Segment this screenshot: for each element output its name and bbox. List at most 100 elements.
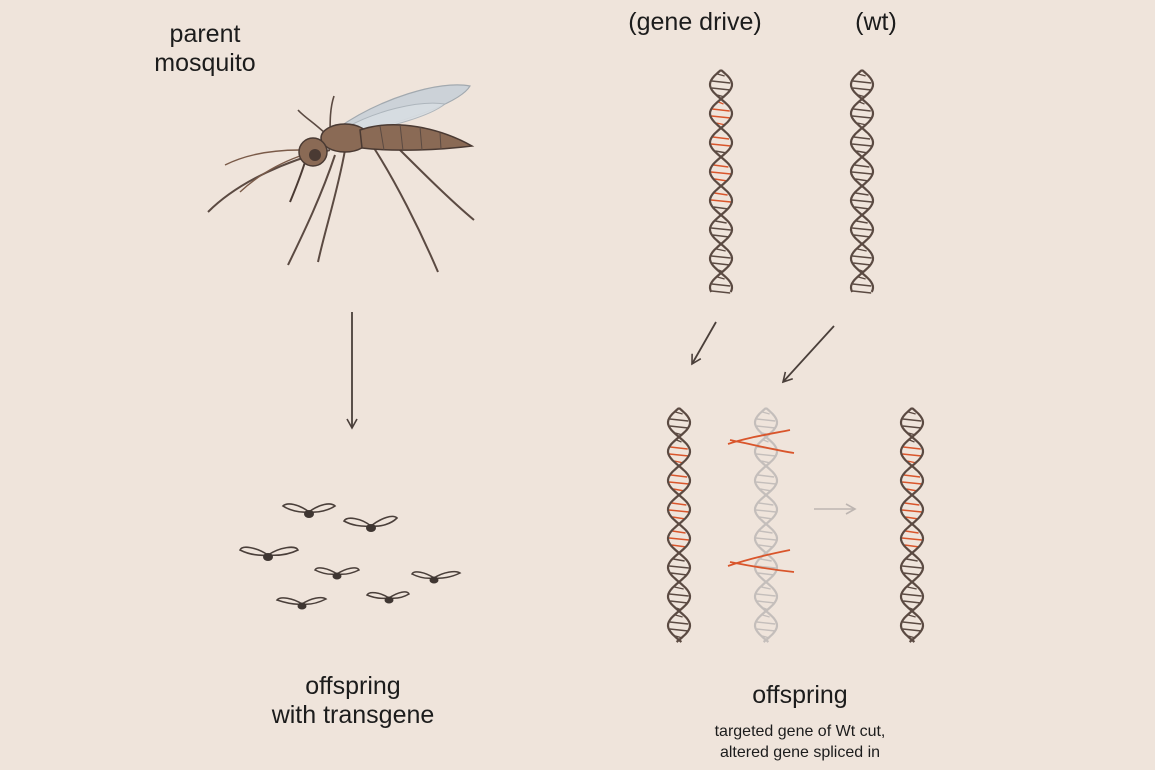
dna-strand [666,407,692,643]
altered-base-pair [901,509,923,513]
base-pair [674,586,684,590]
base-pair [908,411,916,415]
altered-base-pair [672,530,686,534]
base-pair [902,425,922,429]
altered-base-pair [905,516,919,520]
base-pair [856,220,868,224]
base-pair [859,101,865,105]
altered-base-pair [903,474,921,478]
dna-strand [849,69,875,293]
parent-mosquito-label: parent mosquito [140,20,270,78]
base-pair [756,621,776,625]
altered-base-pair [671,544,687,548]
base-pair [757,474,775,478]
gene-drive-label: (gene drive) [628,8,762,36]
base-pair [902,565,922,569]
offspring-swarm [238,503,462,610]
base-pair [761,586,771,590]
base-pair [852,143,872,147]
base-pair [759,530,773,534]
parent-label-line1: parent [169,20,241,48]
base-pair [759,516,773,520]
altered-base-pair [711,143,731,147]
dna-strand [708,69,734,293]
altered-base-pair [711,115,731,119]
dna-helix-icon [753,407,779,643]
base-pair [760,558,772,562]
base-pair [907,586,917,590]
base-pair [853,136,871,140]
base-pair [909,439,915,443]
altered-base-pair [710,199,732,203]
dna-helix-icon [666,407,692,643]
base-pair [858,276,866,280]
dna-strand [708,69,734,293]
base-pair [902,593,922,597]
base-pair [717,73,725,77]
caption-line2: altered gene spliced in [719,743,881,761]
base-pair [716,248,726,252]
altered-base-pair [669,453,689,457]
base-pair [756,628,776,632]
cut-marks [727,429,795,573]
dna-strand [753,407,779,643]
base-pair [853,108,871,112]
small-mosquito-icon [275,596,328,610]
dna-strand [666,407,692,643]
altered-base-pair [712,108,730,112]
base-pair [669,593,689,597]
caption-line1: targeted gene of Wt cut, [714,723,886,740]
base-pair [711,283,731,287]
base-pair [755,509,777,513]
base-pair [757,572,775,576]
altered-base-pair [668,509,690,513]
offspring-transgene-label: offspring with transgene [243,672,463,730]
altered-base-pair [903,446,921,450]
base-pair [762,614,770,618]
base-pair [852,283,872,287]
base-pair [756,565,776,569]
base-pair [756,425,776,429]
altered-base-pair [671,502,687,506]
base-pair [711,80,731,84]
caption: targeted gene of Wt cut, altered gene sp… [680,722,920,764]
altered-base-pair [672,516,686,520]
base-pair [903,600,921,604]
base-pair [908,614,916,618]
altered-base-pair [714,178,728,182]
base-pair [758,544,774,548]
base-pair [712,262,730,266]
base-pair [670,572,688,576]
dna-helix-icon [849,69,875,294]
altered-base-pair [712,136,730,140]
base-pair [669,425,689,429]
base-pair [851,199,873,203]
base-pair [711,290,731,294]
altered-base-pair [904,502,920,506]
altered-base-pair [718,101,724,105]
base-pair [851,171,873,175]
base-pair [675,411,683,415]
dna-helix-icon [708,69,734,294]
base-pair [712,234,730,238]
base-pair [675,614,683,618]
base-pair [902,621,922,625]
offspring-right-label: offspring [752,681,848,709]
base-pair [852,115,872,119]
base-pair [762,411,770,415]
small-mosquito-icon [238,546,300,561]
base-pair [902,628,922,632]
altered-base-pair [902,481,922,485]
mosquito-icon [207,84,475,273]
base-pair [669,565,689,569]
dna-strand [899,407,925,643]
base-pair [853,234,871,238]
dna-strand [849,69,875,293]
altered-base-pair [901,537,923,541]
base-pair [852,227,872,231]
base-pair [902,418,922,422]
base-pair [669,628,689,632]
base-pair [715,220,727,224]
base-pair [858,73,866,77]
base-pair [857,248,867,252]
